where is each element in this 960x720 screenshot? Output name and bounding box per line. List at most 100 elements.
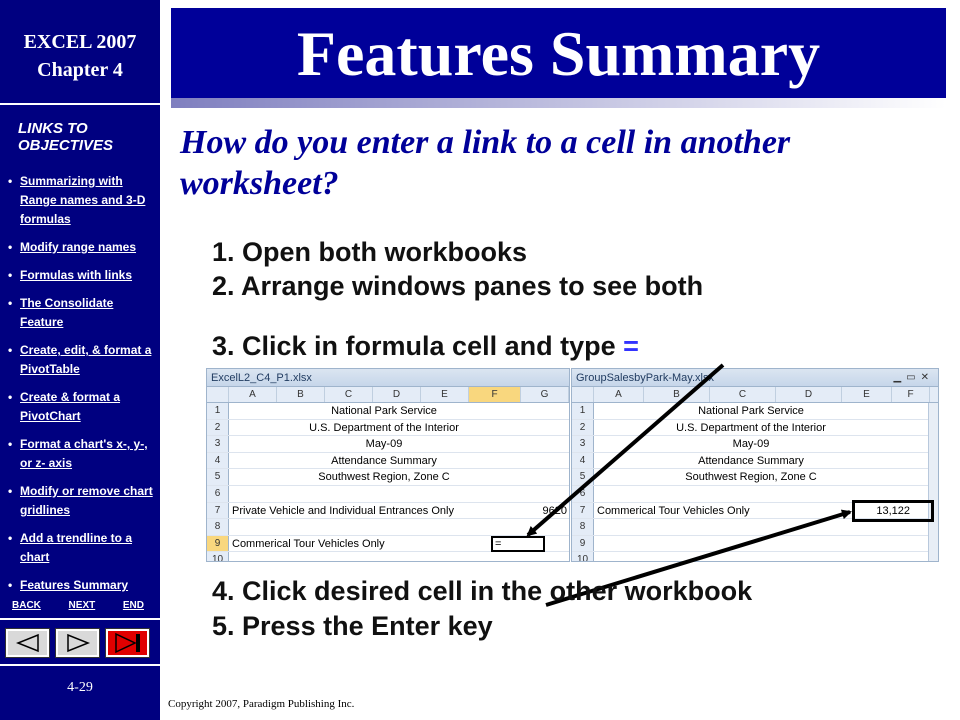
col-header[interactable]: A <box>229 387 277 402</box>
row-header[interactable]: 3 <box>572 436 594 452</box>
chapter-name: Chapter 4 <box>37 59 123 81</box>
col-header[interactable]: B <box>644 387 710 402</box>
workbook-right-titlebar: GroupSalesbyPark-May.xlsx ▁▭✕ <box>572 369 938 387</box>
objective-link-chart-axis[interactable]: Format a chart's x-, y-, or z- axis <box>8 435 158 473</box>
step-5: 5. Press the Enter key <box>212 611 493 641</box>
row-header[interactable]: 9 <box>572 535 594 552</box>
right-triangle-icon <box>66 633 90 653</box>
active-cell[interactable]: = <box>491 535 545 552</box>
table-row: 6 <box>207 485 569 503</box>
row-header[interactable]: 4 <box>572 452 594 469</box>
cell[interactable]: May-09 <box>732 438 770 451</box>
col-header[interactable]: E <box>421 387 469 402</box>
row-header[interactable]: 2 <box>572 419 594 436</box>
next-link[interactable]: NEXT <box>68 600 96 611</box>
sidebar: EXCEL 2007 Chapter 4 LINKS TO OBJECTIVES… <box>0 0 160 720</box>
row-header[interactable]: 6 <box>572 485 594 502</box>
row-header[interactable]: 2 <box>207 419 229 436</box>
step-3-text: 3. Click in formula cell and type <box>212 331 616 361</box>
row-header[interactable]: 5 <box>207 469 229 485</box>
cell[interactable]: Private Vehicle and Individual Entrances… <box>232 504 454 517</box>
col-header[interactable]: C <box>325 387 373 402</box>
cell[interactable]: National Park Service <box>698 405 804 417</box>
cell[interactable]: U.S. Department of the Interior <box>676 421 826 434</box>
question-text: How do you enter a link to a cell in ano… <box>180 124 791 202</box>
col-header[interactable]: B <box>277 387 325 402</box>
objective-link-gridlines[interactable]: Modify or remove chart gridlines <box>8 482 158 520</box>
objective-link-range-names[interactable]: Summarizing with Range names and 3-D for… <box>8 172 158 229</box>
cell[interactable]: Southwest Region, Zone C <box>318 471 450 484</box>
cell[interactable]: May-09 <box>365 438 403 451</box>
row-header[interactable]: 3 <box>207 436 229 452</box>
table-row: 4 Attendance Summary <box>207 452 569 470</box>
row-header[interactable]: 1 <box>207 403 229 419</box>
col-header[interactable]: E <box>842 387 892 402</box>
col-header[interactable]: F <box>469 387 521 402</box>
table-row: 9 <box>572 535 938 553</box>
row-header[interactable]: 8 <box>207 519 229 535</box>
table-row: 2 U.S. Department of the Interior <box>207 419 569 437</box>
objective-link-trendline[interactable]: Add a trendline to a chart <box>8 529 158 567</box>
end-link[interactable]: END <box>122 600 144 611</box>
workbook-right[interactable]: GroupSalesbyPark-May.xlsx ▁▭✕ A B C D E … <box>571 368 939 562</box>
row-header[interactable]: 7 <box>572 502 594 519</box>
cell[interactable]: Commerical Tour Vehicles Only <box>232 537 385 550</box>
window-controls[interactable]: ▁▭✕ <box>893 372 934 383</box>
table-row: 3 May-09 <box>207 436 569 453</box>
table-row: 8 <box>207 519 569 536</box>
objective-link-pivottable[interactable]: Create, edit, & format a PivotTable <box>8 341 158 379</box>
col-header[interactable]: G <box>521 387 569 402</box>
col-header[interactable]: F <box>892 387 930 402</box>
col-header[interactable]: C <box>710 387 776 402</box>
target-cell-highlight <box>852 500 934 522</box>
row-header[interactable]: 6 <box>207 485 229 502</box>
objective-link-modify-range-names[interactable]: Modify range names <box>8 238 158 257</box>
step-2: 2. Arrange windows panes to see both <box>212 271 704 301</box>
next-button[interactable] <box>55 628 100 658</box>
col-header[interactable]: A <box>594 387 644 402</box>
end-button[interactable] <box>105 628 150 658</box>
row-header[interactable]: 8 <box>572 519 594 535</box>
copyright: Copyright 2007, Paradigm Publishing Inc. <box>168 698 355 710</box>
row-header[interactable]: 1 <box>572 403 594 419</box>
objective-link-formulas-links[interactable]: Formulas with links <box>8 266 158 285</box>
table-row: 4 Attendance Summary <box>572 452 938 470</box>
table-row: 5 Southwest Region, Zone C <box>207 469 569 486</box>
cell[interactable]: Attendance Summary <box>331 454 437 467</box>
title-bar: Features Summary <box>171 8 946 98</box>
nav-buttons <box>5 628 150 658</box>
cell[interactable]: U.S. Department of the Interior <box>309 421 459 434</box>
table-row: 2 U.S. Department of the Interior <box>572 419 938 437</box>
cell[interactable]: Southwest Region, Zone C <box>685 471 817 484</box>
objective-link-consolidate[interactable]: The Consolidate Feature <box>8 294 158 332</box>
nav-divider-top <box>0 618 160 620</box>
back-button[interactable] <box>5 628 50 658</box>
cell[interactable]: 9620 <box>542 504 567 517</box>
table-row: 1 National Park Service <box>572 403 938 420</box>
table-row: 5 Southwest Region, Zone C <box>572 469 938 486</box>
col-header[interactable]: D <box>373 387 421 402</box>
step-3: 3. Click in formula cell and type = <box>212 330 639 363</box>
objective-link-features-summary[interactable]: Features Summary <box>8 576 158 595</box>
left-triangle-icon <box>15 633 39 653</box>
row-header[interactable]: 5 <box>572 469 594 485</box>
row-header[interactable]: 10 <box>207 552 229 561</box>
vertical-scrollbar[interactable] <box>928 403 938 561</box>
row-header[interactable]: 4 <box>207 452 229 469</box>
cell[interactable]: Commerical Tour Vehicles Only <box>597 504 750 517</box>
links-heading: LINKS TO OBJECTIVES <box>18 120 114 154</box>
cell[interactable]: 13,122 <box>876 504 910 517</box>
row-header[interactable]: 9 <box>207 535 229 552</box>
cell[interactable]: National Park Service <box>331 405 437 417</box>
sidebar-divider <box>0 103 160 105</box>
col-header[interactable]: D <box>776 387 842 402</box>
course-title: EXCEL 2007 Chapter 4 <box>0 28 160 84</box>
nav-divider-bottom <box>0 664 160 666</box>
back-link[interactable]: BACK <box>12 600 41 611</box>
row-header[interactable]: 10 <box>572 552 594 561</box>
cell[interactable]: Attendance Summary <box>698 454 804 467</box>
column-headers: A B C D E F <box>572 387 938 403</box>
row-header[interactable]: 7 <box>207 502 229 519</box>
objective-link-pivotchart[interactable]: Create & format a PivotChart <box>8 388 158 426</box>
